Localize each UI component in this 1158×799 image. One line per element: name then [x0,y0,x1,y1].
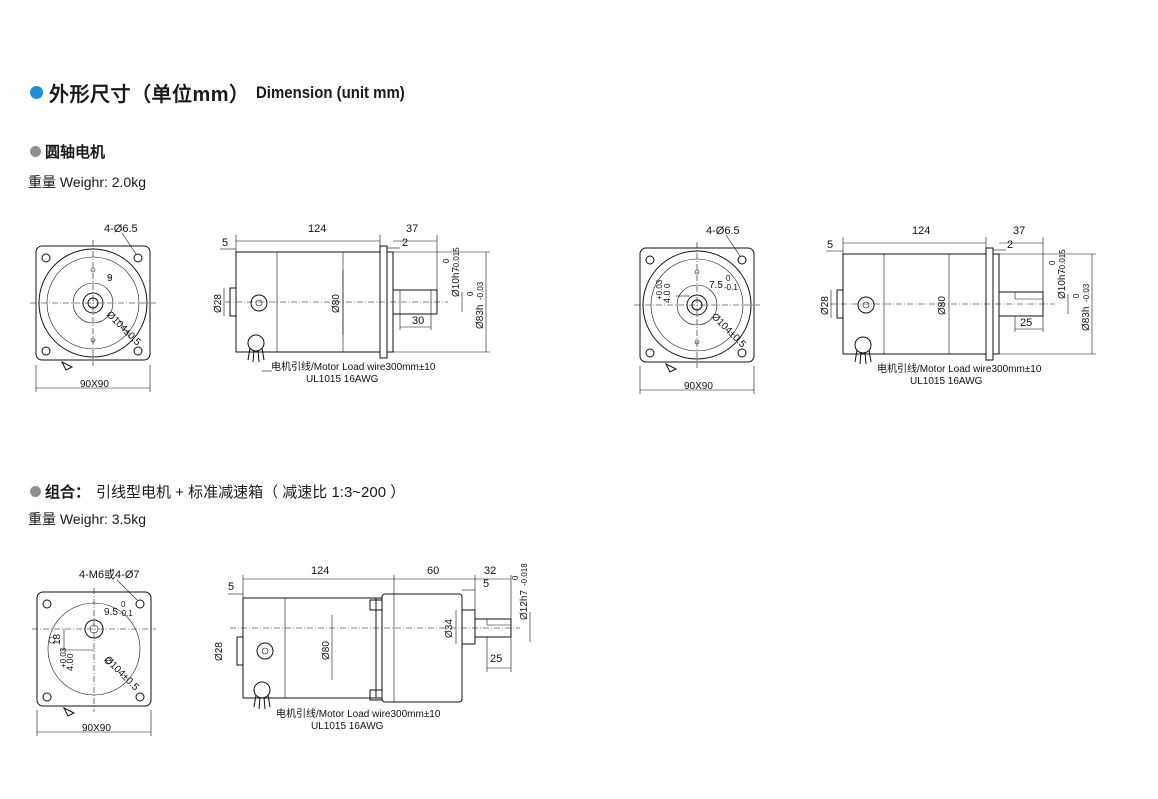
d3-len32: 32 [484,565,496,577]
section1-heading: 圆轴电机 [30,141,105,162]
d3-key-tol-a: +0.03 [59,647,68,668]
d1-wire1: 电机引线/Motor Load wire300mm±10 [271,360,436,373]
section2-weight: 重量 Weighr: 3.5kg [28,511,147,527]
bullet-icon [30,486,41,497]
d1-dia80: Ø80 [331,294,342,313]
d2-key-dim: 4.0 [662,290,672,303]
d2-dia28: Ø28 [820,296,831,315]
d3-len124: 124 [311,565,329,577]
section1-title: 圆轴电机 [45,144,106,161]
d3-key-height-tol-a: 0 [121,600,126,609]
page-header: 外形尺寸（单位mm） Dimension (unit mm) [30,78,425,107]
front-view-1 [30,232,156,392]
d1-len37: 37 [406,223,418,235]
d3-shaft-tol-a: 0 [511,575,520,580]
d1-len30: 30 [412,315,424,327]
d1-len5: 5 [222,237,228,249]
d3-dia104: Ø104±0.5 [102,654,141,693]
d2-dia80: Ø80 [937,296,948,315]
d1-shaft: Ø10h7 [451,267,462,297]
bullet-icon [30,86,43,99]
d1-dia28: Ø28 [213,294,224,313]
d3-len5a: 5 [228,581,234,593]
d3-key-height-tol-b: -0.1 [119,609,133,618]
d1-shaft-tol-a: 0 [442,258,451,263]
side-view-1 [220,235,490,372]
front-view-2 [634,234,760,394]
d1-frame: 90X90 [80,379,109,390]
d2-key-tol-a: +0.03 [655,279,664,300]
d2-shaft-tol-b: -0.015 [1058,249,1067,272]
d3-wire2: UL1015 16AWG [311,721,384,732]
d3-len25: 25 [490,653,502,665]
d2-len37: 37 [1013,225,1025,237]
d3-key-height: 9.5 [104,607,118,618]
d2-dia104: Ø104±0.5 [709,311,748,350]
d2-shaft: Ø10h7 [1057,269,1068,299]
d3-holes: 4-M6或4-Ø7 [79,568,140,581]
front-view-3 [32,579,156,736]
section2-title: 组合： [45,484,91,501]
d3-key-dim: 4.0 [65,658,75,671]
d2-pilot-tol-b: -0.03 [1082,283,1091,302]
section1-weight: 重量 Weighr: 2.0kg [28,174,147,190]
d2-frame: 90X90 [684,381,713,392]
section2-heading: 组合： 引线型电机 + 标准减速箱（ 减速比 1:3~200 ） [30,481,405,502]
d3-wire1: 电机引线/Motor Load wire300mm±10 [276,707,441,720]
d3-shaft-tol-b: -0.018 [520,563,529,586]
d2-pilot: Ø83h [1081,307,1092,331]
d2-len124: 124 [912,225,930,237]
d3-dim18: 18 [52,633,63,645]
d1-len2: 2 [402,237,408,249]
d3-key-tol-b: 0 [66,653,75,658]
d2-holes: 4-Ø6.5 [706,225,740,237]
bullet-icon [30,146,41,157]
d1-holes: 4-Ø6.5 [104,223,138,235]
d1-len124: 124 [308,223,326,235]
d2-key-tol-b: 0 [663,283,672,288]
d2-shaft-tol-a: 0 [1048,260,1057,265]
d1-pilot-tol-a: 0 [466,291,475,296]
d3-dia34: Ø34 [444,619,455,638]
d1-wire2: UL1015 16AWG [306,374,379,385]
d1-shaft-tol-b: -0.015 [452,247,461,270]
d3-dia80: Ø80 [321,641,332,660]
d1-pilot-tol-b: -0.03 [476,281,485,300]
d3-shaft: Ø12h7 [519,590,530,620]
d2-wire1: 电机引线/Motor Load wire300mm±10 [877,362,1042,375]
d1-pilot: Ø83h [475,305,486,329]
section2-subtitle: 引线型电机 + 标准减速箱（ 减速比 1:3~200 ） [96,484,406,501]
d1-dim9: 9 [107,273,113,284]
page-title-en: Dimension (unit mm) [255,82,405,102]
d3-len5b: 5 [483,578,489,590]
d2-wire2: UL1015 16AWG [910,376,983,387]
d3-len60: 60 [427,565,439,577]
d3-dia28: Ø28 [214,642,225,661]
d2-len5: 5 [827,239,833,251]
page-title-cn: 外形尺寸（单位mm） [49,84,250,106]
d2-key-height-tol-a: 0 [726,274,731,283]
d3-frame: 90X90 [82,723,111,734]
d2-pilot-tol-a: 0 [1072,293,1081,298]
side-view-2 [826,237,1096,365]
d2-len2: 2 [1007,239,1013,251]
d2-len25: 25 [1020,317,1032,329]
d2-key-height-tol-b: -0.1 [724,283,738,292]
side-view-3 [228,575,531,710]
d2-key-height: 7.5 [709,280,723,291]
